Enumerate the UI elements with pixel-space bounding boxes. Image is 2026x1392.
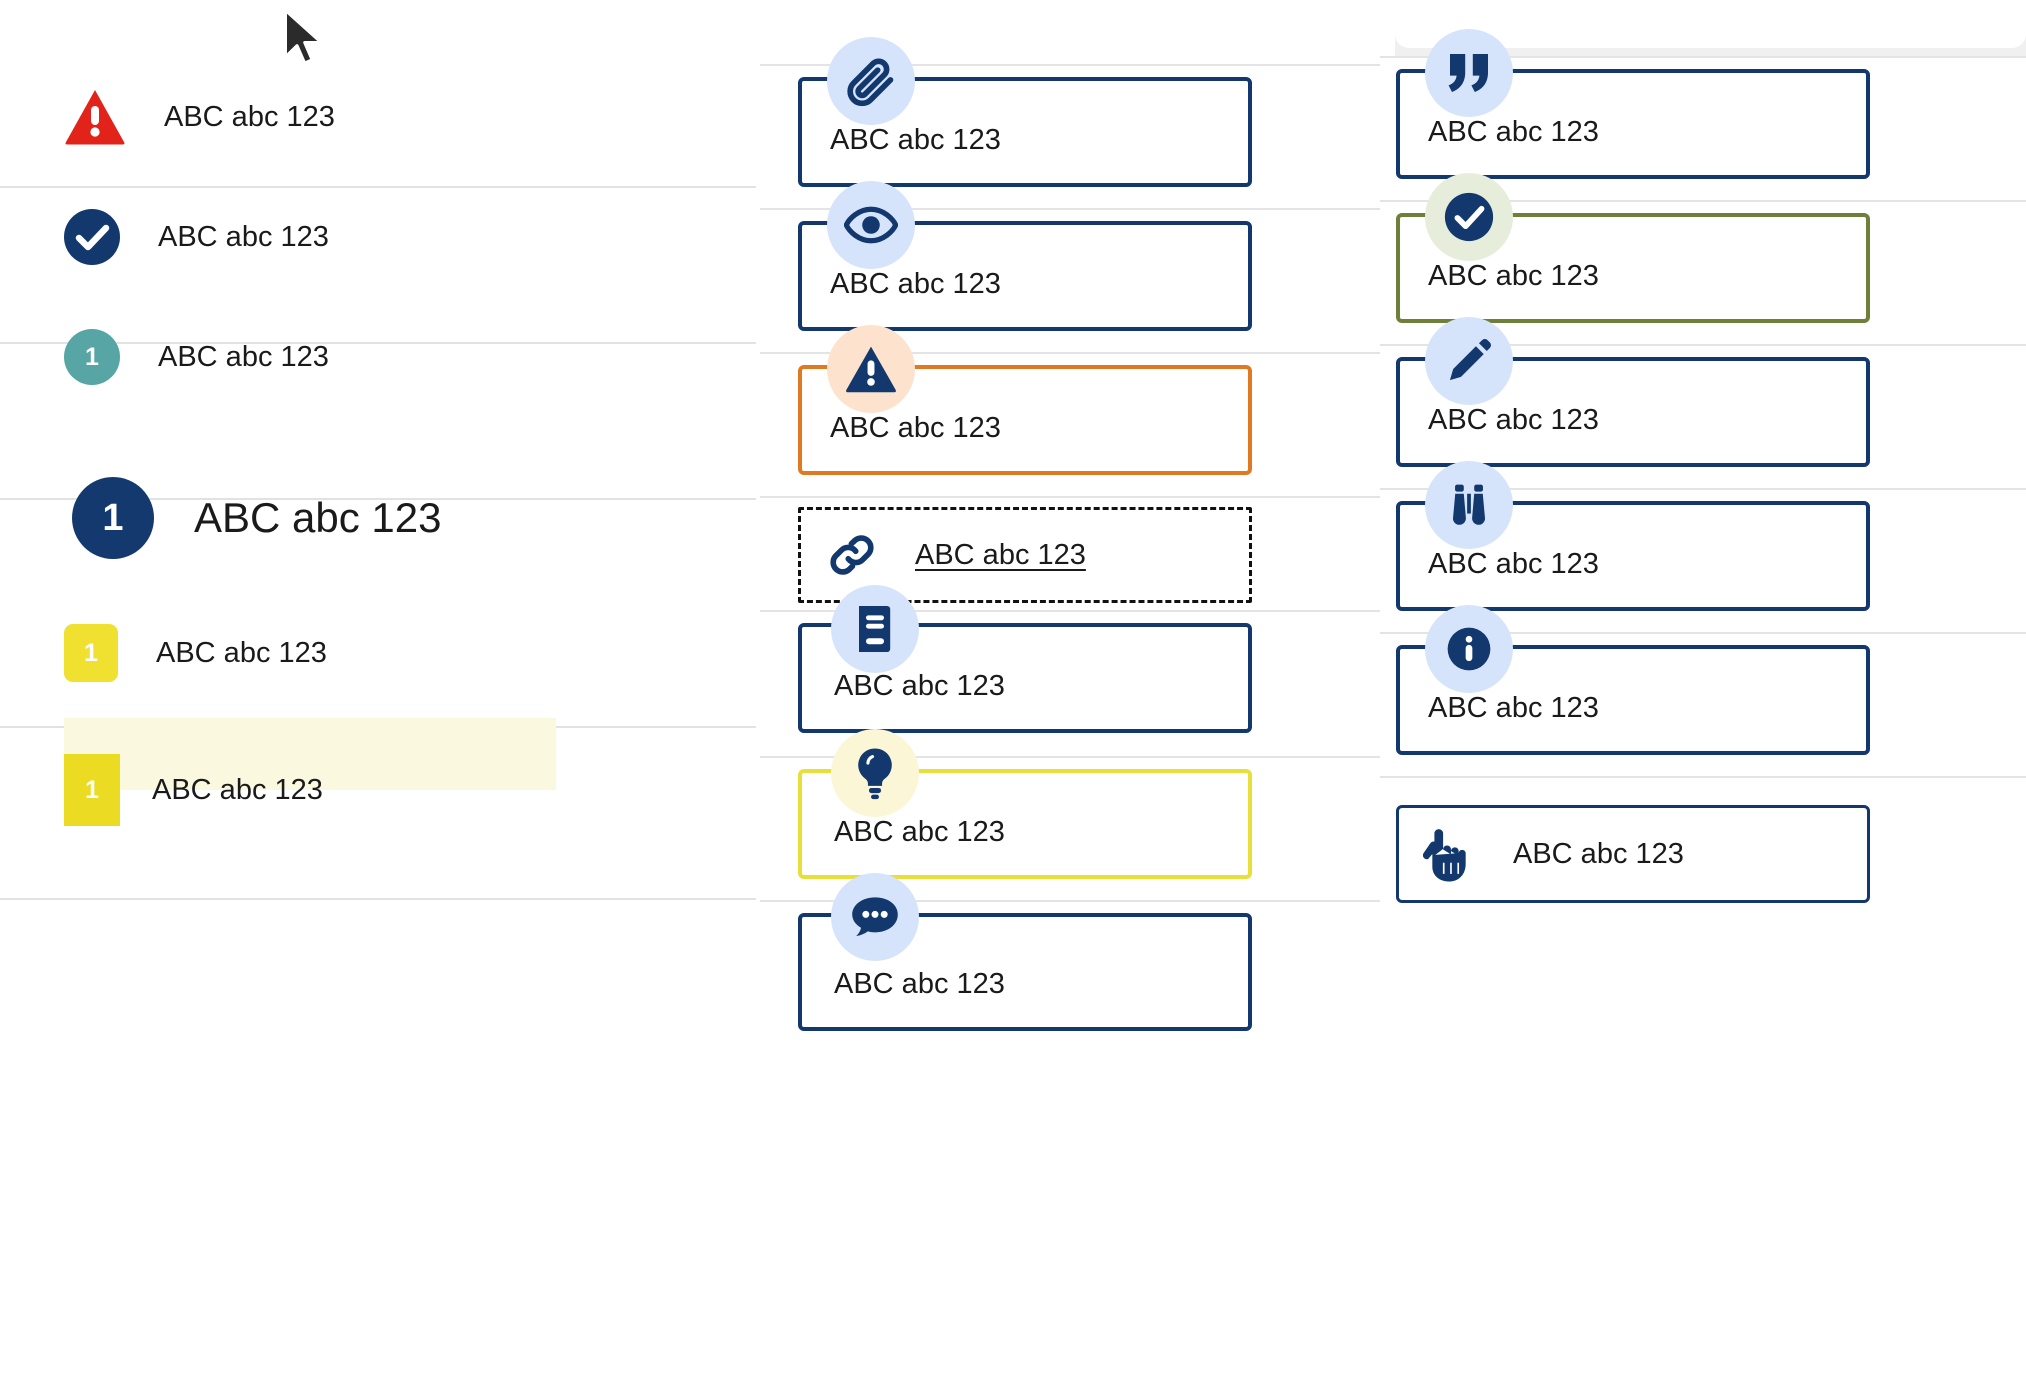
comment-card[interactable]: ABC abc 123 (798, 913, 1252, 1031)
list-item-label: ABC abc 123 (164, 100, 335, 133)
card-label: ABC abc 123 (830, 412, 1001, 444)
success-card[interactable]: ABC abc 123 (1396, 213, 1870, 323)
left-list-column: ABC abc 123 ABC abc 123 1 ABC abc 123 1 … (0, 0, 760, 1392)
card-label: ABC abc 123 (1513, 837, 1684, 870)
number-badge-icon: 1 (64, 329, 120, 385)
paperclip-icon (827, 37, 915, 125)
card-label: ABC abc 123 (830, 268, 1001, 300)
list-item[interactable]: ABC abc 123 (0, 82, 756, 152)
card-label: ABC abc 123 (830, 124, 1001, 156)
card-divider (1380, 632, 2026, 634)
card-label: ABC abc 123 (834, 968, 1005, 1000)
mouse-pointer-icon (283, 8, 329, 71)
card-divider (1380, 200, 2026, 202)
list-item-label: ABC abc 123 (158, 340, 329, 373)
card-label: ABC abc 123 (834, 670, 1005, 702)
lightbulb-icon (831, 729, 919, 817)
info-circle-icon (1425, 605, 1513, 693)
binoculars-icon (1425, 461, 1513, 549)
card-divider (1380, 776, 2026, 778)
list-divider (0, 342, 756, 344)
card-divider (760, 208, 1380, 210)
number-badge-icon: 1 (64, 624, 118, 682)
card-label: ABC abc 123 (1428, 260, 1599, 292)
list-item[interactable]: 1 ABC abc 123 (0, 620, 756, 686)
list-item-label: ABC abc 123 (194, 494, 442, 541)
list-item-label: ABC abc 123 (158, 220, 329, 253)
view-card[interactable]: ABC abc 123 (798, 221, 1252, 331)
list-item[interactable]: ABC abc 123 (0, 202, 756, 272)
card-label: ABC abc 123 (1428, 116, 1599, 148)
list-item-label: ABC abc 123 (156, 636, 327, 669)
card-divider (760, 610, 1380, 612)
number-badge-icon: 1 (72, 477, 154, 559)
quote-icon (1425, 29, 1513, 117)
warning-triangle-icon (827, 325, 915, 413)
card-link-label[interactable]: ABC abc 123 (915, 538, 1086, 571)
pencil-icon (1425, 317, 1513, 405)
card-divider (1380, 344, 2026, 346)
list-divider (0, 898, 756, 900)
card-divider (760, 64, 1380, 66)
list-divider (0, 186, 756, 188)
warning-triangle-icon (64, 89, 126, 145)
list-divider (0, 498, 756, 500)
card-label: ABC abc 123 (1428, 692, 1599, 724)
pointing-hand-icon (1423, 825, 1469, 883)
list-item-selected[interactable]: 1 ABC abc 123 (0, 754, 756, 826)
number-badge-icon: 1 (64, 754, 120, 826)
check-circle-icon (1425, 173, 1513, 261)
list-item[interactable]: 1 ABC abc 123 (0, 322, 756, 392)
list-item-label: ABC abc 123 (152, 773, 323, 806)
card-divider (1380, 56, 2026, 58)
check-circle-icon (64, 209, 120, 265)
background-panel-surface (1395, 0, 2026, 48)
card-divider (760, 352, 1380, 354)
card-divider (760, 756, 1380, 758)
chat-bubble-icon (831, 873, 919, 961)
card-label: ABC abc 123 (834, 816, 1005, 848)
list-item[interactable]: 1 ABC abc 123 (0, 474, 756, 562)
link-icon (827, 530, 877, 580)
card-divider (760, 900, 1380, 902)
eye-icon (827, 181, 915, 269)
card-label: ABC abc 123 (1428, 548, 1599, 580)
book-icon (831, 585, 919, 673)
card-divider (760, 496, 1380, 498)
card-divider (1380, 488, 2026, 490)
card-label: ABC abc 123 (1428, 404, 1599, 436)
list-item-highlight[interactable] (64, 718, 556, 790)
action-card[interactable]: ABC abc 123 (1396, 805, 1870, 903)
